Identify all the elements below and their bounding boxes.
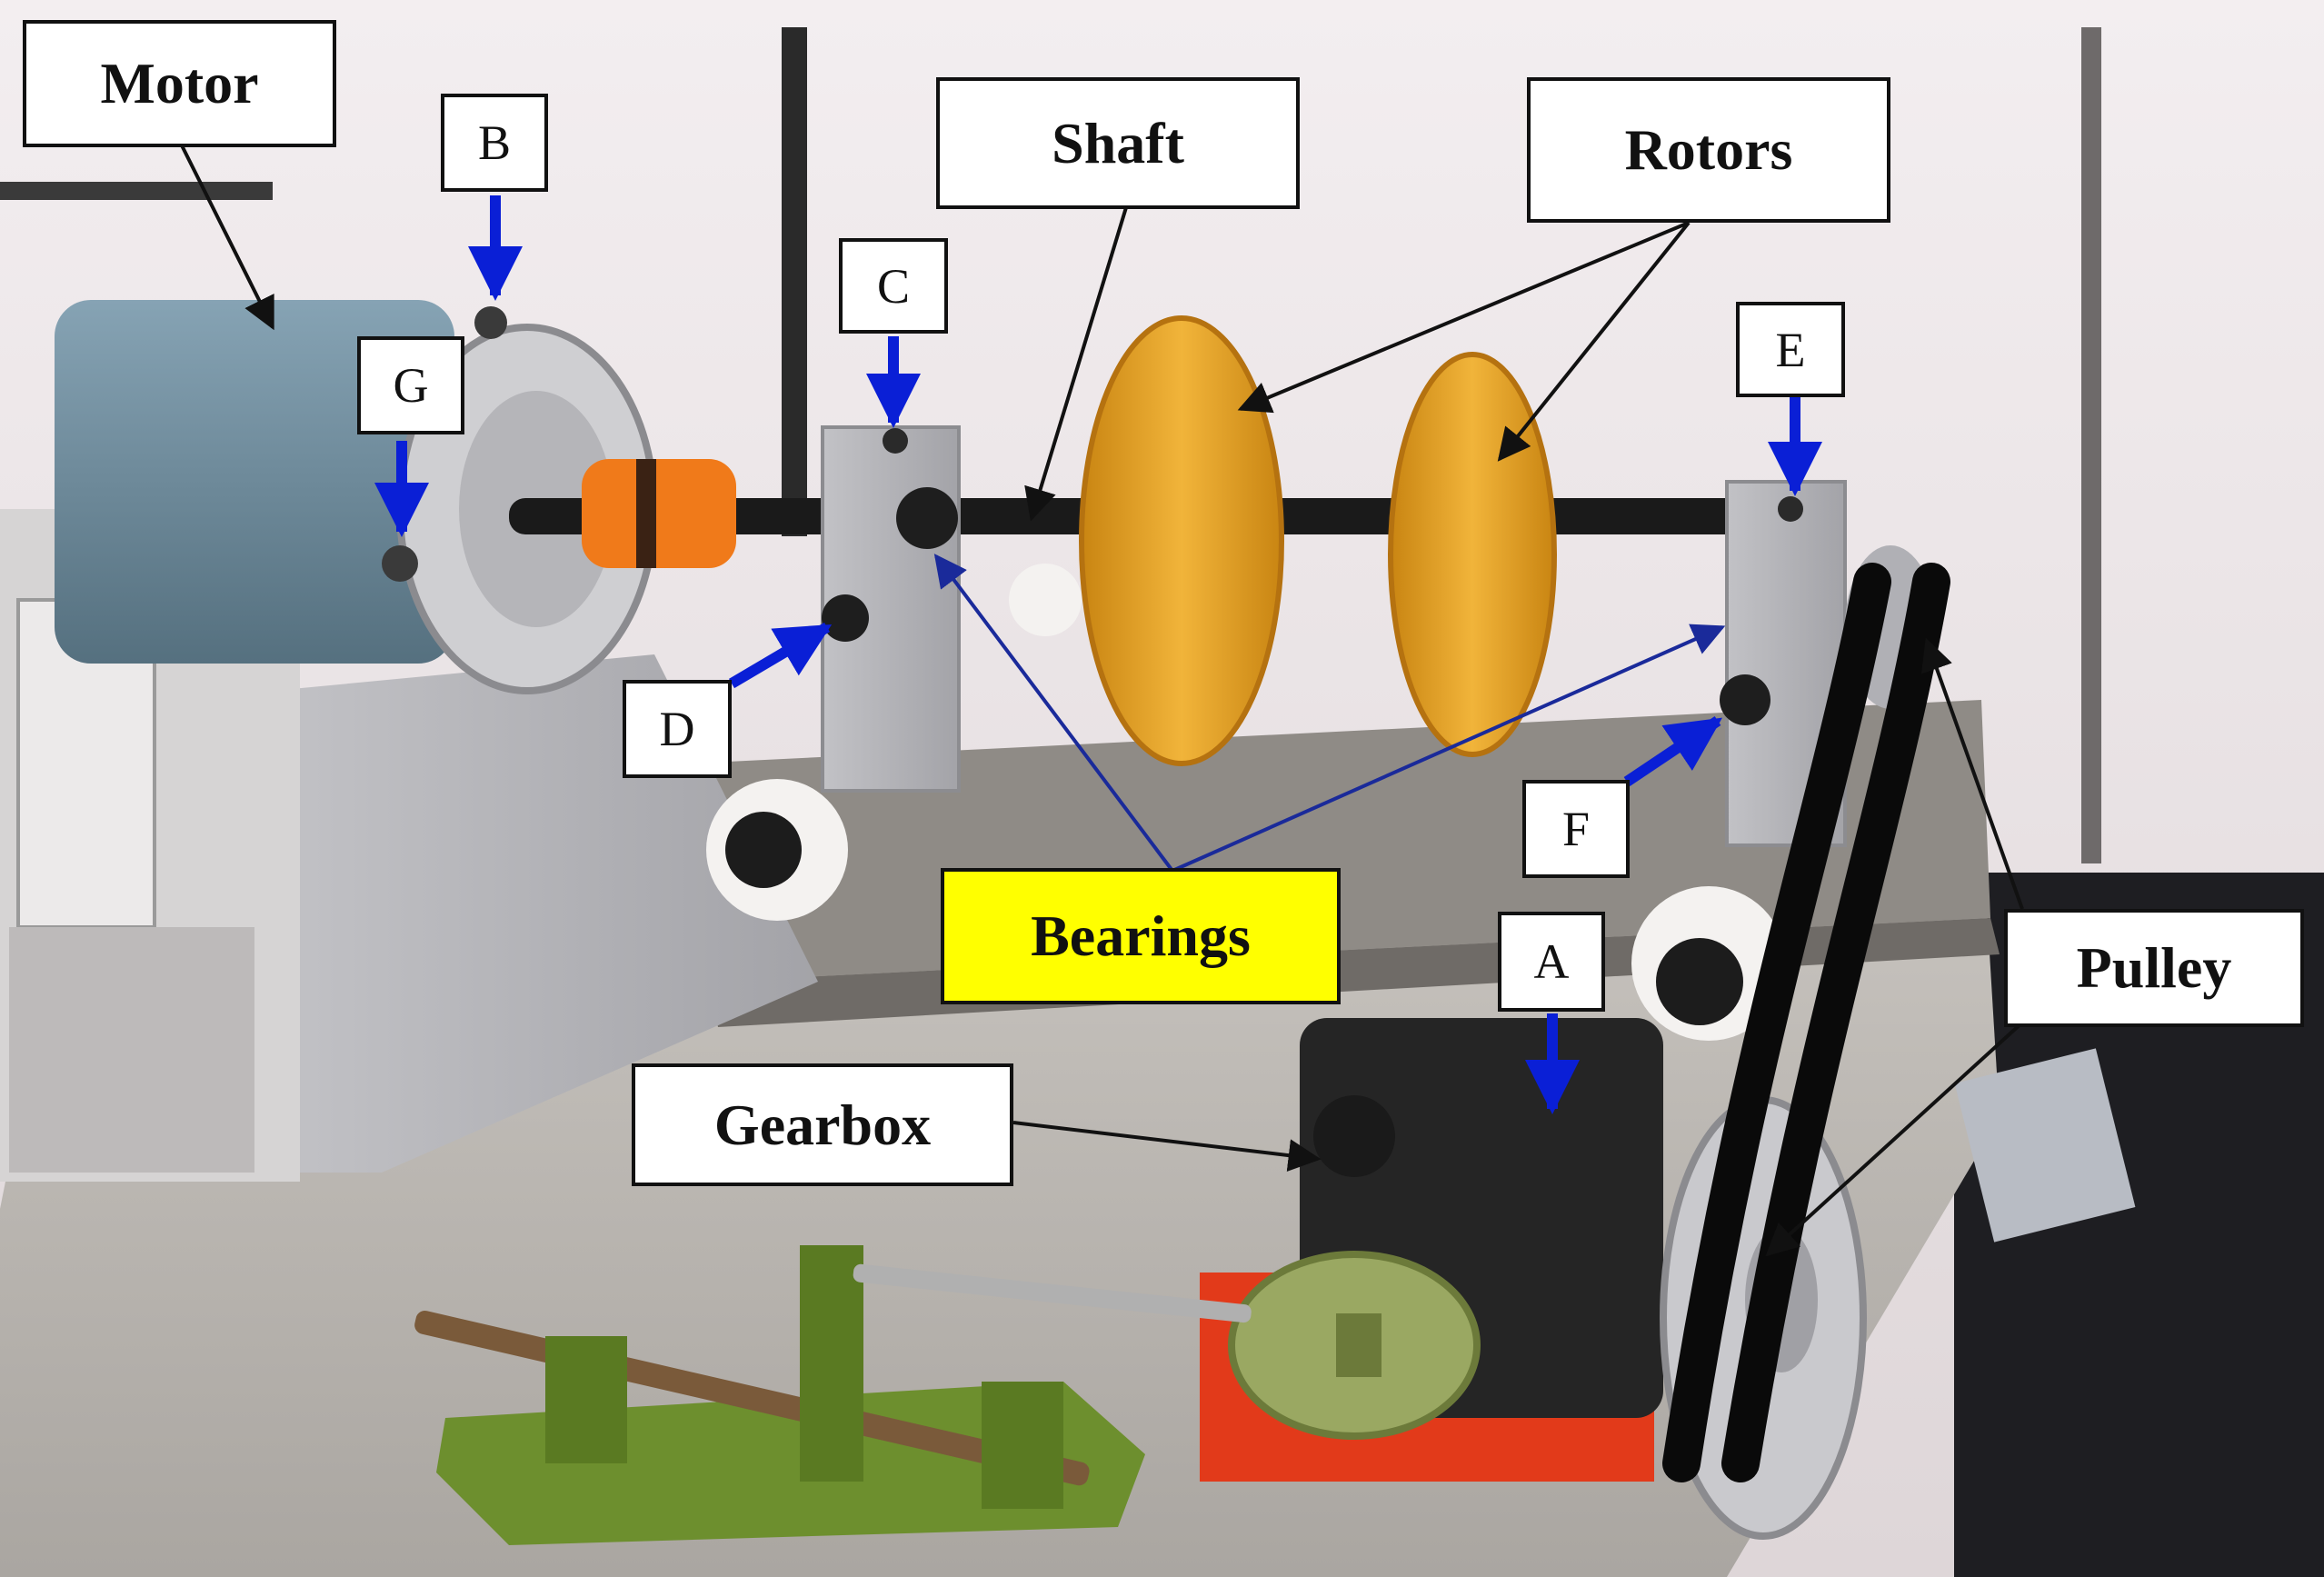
rotor-1 [1079,315,1284,766]
label-point-e: E [1736,302,1845,397]
label-point-a: A [1498,912,1605,1012]
shaft-callout-arrow [1024,204,1129,522]
label-motor: Motor [23,20,336,147]
clamp-knob-2-center [1656,938,1743,1025]
label-shaft: Shaft [936,77,1300,209]
motor-stand [273,654,818,1173]
sensor-e [1778,496,1803,522]
sensor-b [474,306,507,339]
pulley-callout-arrow-1 [1920,637,2024,910]
sensor-c [883,428,908,454]
sensor-g [382,545,418,582]
rotors-callout-arrow-2 [1497,221,1691,462]
support-block [1954,1048,2136,1243]
sensor-d [822,594,869,642]
gearbox-knob [1313,1095,1395,1177]
motor-pad-top [0,182,273,200]
frame-post-right [2081,27,2101,863]
pulley-callout-arrow-2 [1765,1021,2024,1257]
bearings-arrow-right [1172,624,1726,873]
motor-body [55,300,454,664]
bearings-arrow-left [933,554,1174,873]
motor-callout-arrow [180,145,274,331]
actuator-block-left [545,1336,627,1463]
coupling-band [636,459,656,568]
gearbox-callout-arrow [1012,1121,1322,1173]
actuator-block-right [982,1382,1063,1509]
label-point-f: F [1522,780,1630,878]
label-point-c: C [839,238,948,334]
label-bearings: Bearings [941,868,1341,1004]
label-rotors: Rotors [1527,77,1890,223]
drive-belt-inner [1721,563,1950,1482]
sensor-f [1720,674,1770,725]
actuator-upright [800,1245,863,1482]
rotor-2 [1388,352,1557,757]
actuator-rod [853,1263,1252,1323]
controller-face [9,927,254,1173]
point-arrow-d [728,622,833,689]
label-point-g: G [357,336,464,434]
clamp-knob-1-center [725,812,802,888]
drive-belt-outer [1662,563,1891,1482]
label-point-b: B [441,94,548,192]
label-gearbox: Gearbox [632,1063,1013,1186]
rotors-callout-arrow-1 [1237,221,1690,414]
label-pulley: Pulley [2004,909,2304,1027]
point-arrow-f [1623,716,1722,786]
bearing-left [896,487,958,549]
clamp-knob-3 [1009,564,1082,636]
label-point-d: D [623,680,732,778]
coupling [582,459,736,568]
gearbox-wheel-slot [1336,1313,1381,1377]
dark-frame-post [782,27,807,536]
